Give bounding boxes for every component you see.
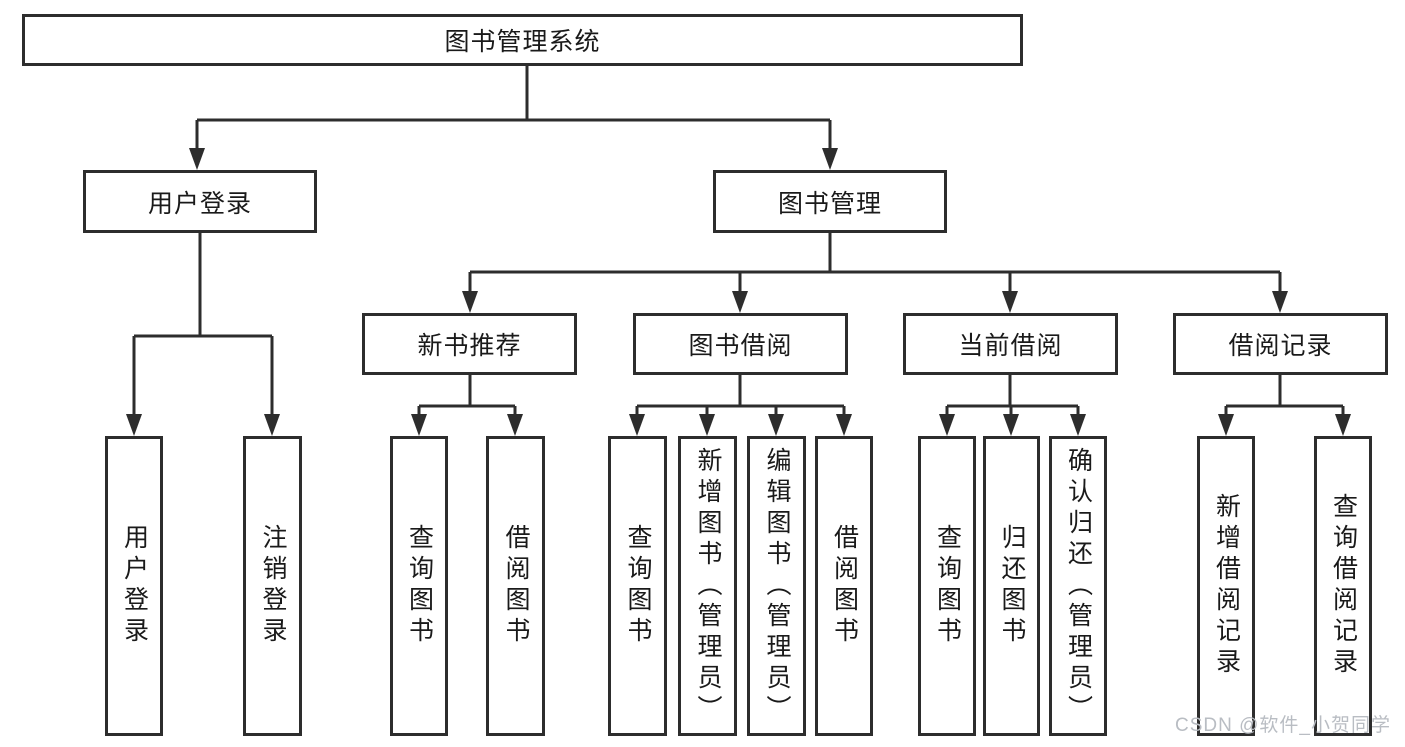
node-current-borrow-label: 当前借阅 <box>958 332 1063 360</box>
leaf-edit-book-admin: 编辑图书（管理员） <box>747 436 806 736</box>
leaf-query-books-1-label: 查询图书 <box>405 524 434 648</box>
leaf-confirm-return-admin: 确认归还（管理员） <box>1049 436 1107 736</box>
leaf-edit-book-admin-label: 编辑图书（管理员） <box>763 446 791 726</box>
edge-user-login-to-leaves <box>126 233 280 436</box>
leaf-logout-label: 注销登录 <box>259 524 287 648</box>
leaf-add-borrow-record: 新增借阅记录 <box>1197 436 1255 736</box>
leaf-borrow-books-1-label: 借阅图书 <box>502 524 530 648</box>
node-book-management-label: 图书管理 <box>777 189 882 218</box>
node-user-login: 用户登录 <box>83 170 317 233</box>
node-borrow-records-label: 借阅记录 <box>1228 332 1333 360</box>
leaf-add-book-admin: 新增图书（管理员） <box>678 436 737 736</box>
leaf-return-books: 归还图书 <box>983 436 1040 736</box>
leaf-query-borrow-record: 查询借阅记录 <box>1314 436 1372 736</box>
edge-borrow-records-to-leaves <box>1218 375 1351 436</box>
node-user-login-label: 用户登录 <box>147 189 252 218</box>
node-book-management: 图书管理 <box>713 170 947 233</box>
leaf-return-books-label: 归还图书 <box>998 524 1026 648</box>
csdn-watermark: CSDN @软件_小贺同学 <box>1175 715 1391 736</box>
leaf-query-borrow-record-label: 查询借阅记录 <box>1329 493 1358 679</box>
node-book-borrow: 图书借阅 <box>633 313 848 375</box>
node-root: 图书管理系统 <box>22 14 1023 66</box>
node-borrow-records: 借阅记录 <box>1173 313 1388 375</box>
node-new-book-recommend-label: 新书推荐 <box>417 332 522 360</box>
leaf-borrow-books-2-label: 借阅图书 <box>830 524 859 648</box>
edge-current-borrow-to-leaves <box>939 375 1086 436</box>
edge-new-book-to-leaves <box>411 375 523 436</box>
leaf-user-login: 用户登录 <box>105 436 163 736</box>
edge-book-borrow-to-leaves <box>629 375 852 436</box>
leaf-query-books-1: 查询图书 <box>390 436 448 736</box>
leaf-logout: 注销登录 <box>243 436 302 736</box>
leaf-user-login-label: 用户登录 <box>120 524 149 648</box>
leaf-add-borrow-record-label: 新增借阅记录 <box>1212 493 1241 679</box>
leaf-query-books-2-label: 查询图书 <box>624 524 652 648</box>
leaf-confirm-return-admin-label: 确认归还（管理员） <box>1064 446 1093 726</box>
leaf-borrow-books-1: 借阅图书 <box>486 436 545 736</box>
leaf-query-books-2: 查询图书 <box>608 436 667 736</box>
leaf-add-book-admin-label: 新增图书（管理员） <box>694 446 722 726</box>
node-book-borrow-label: 图书借阅 <box>688 332 793 360</box>
leaf-query-books-3-label: 查询图书 <box>933 524 962 648</box>
node-current-borrow: 当前借阅 <box>903 313 1118 375</box>
edge-book-management-to-level3 <box>462 233 1288 313</box>
node-root-label: 图书管理系统 <box>444 28 601 56</box>
node-new-book-recommend: 新书推荐 <box>362 313 577 375</box>
edge-root-to-level2 <box>189 66 838 170</box>
leaf-borrow-books-2: 借阅图书 <box>815 436 873 736</box>
leaf-query-books-3: 查询图书 <box>918 436 976 736</box>
